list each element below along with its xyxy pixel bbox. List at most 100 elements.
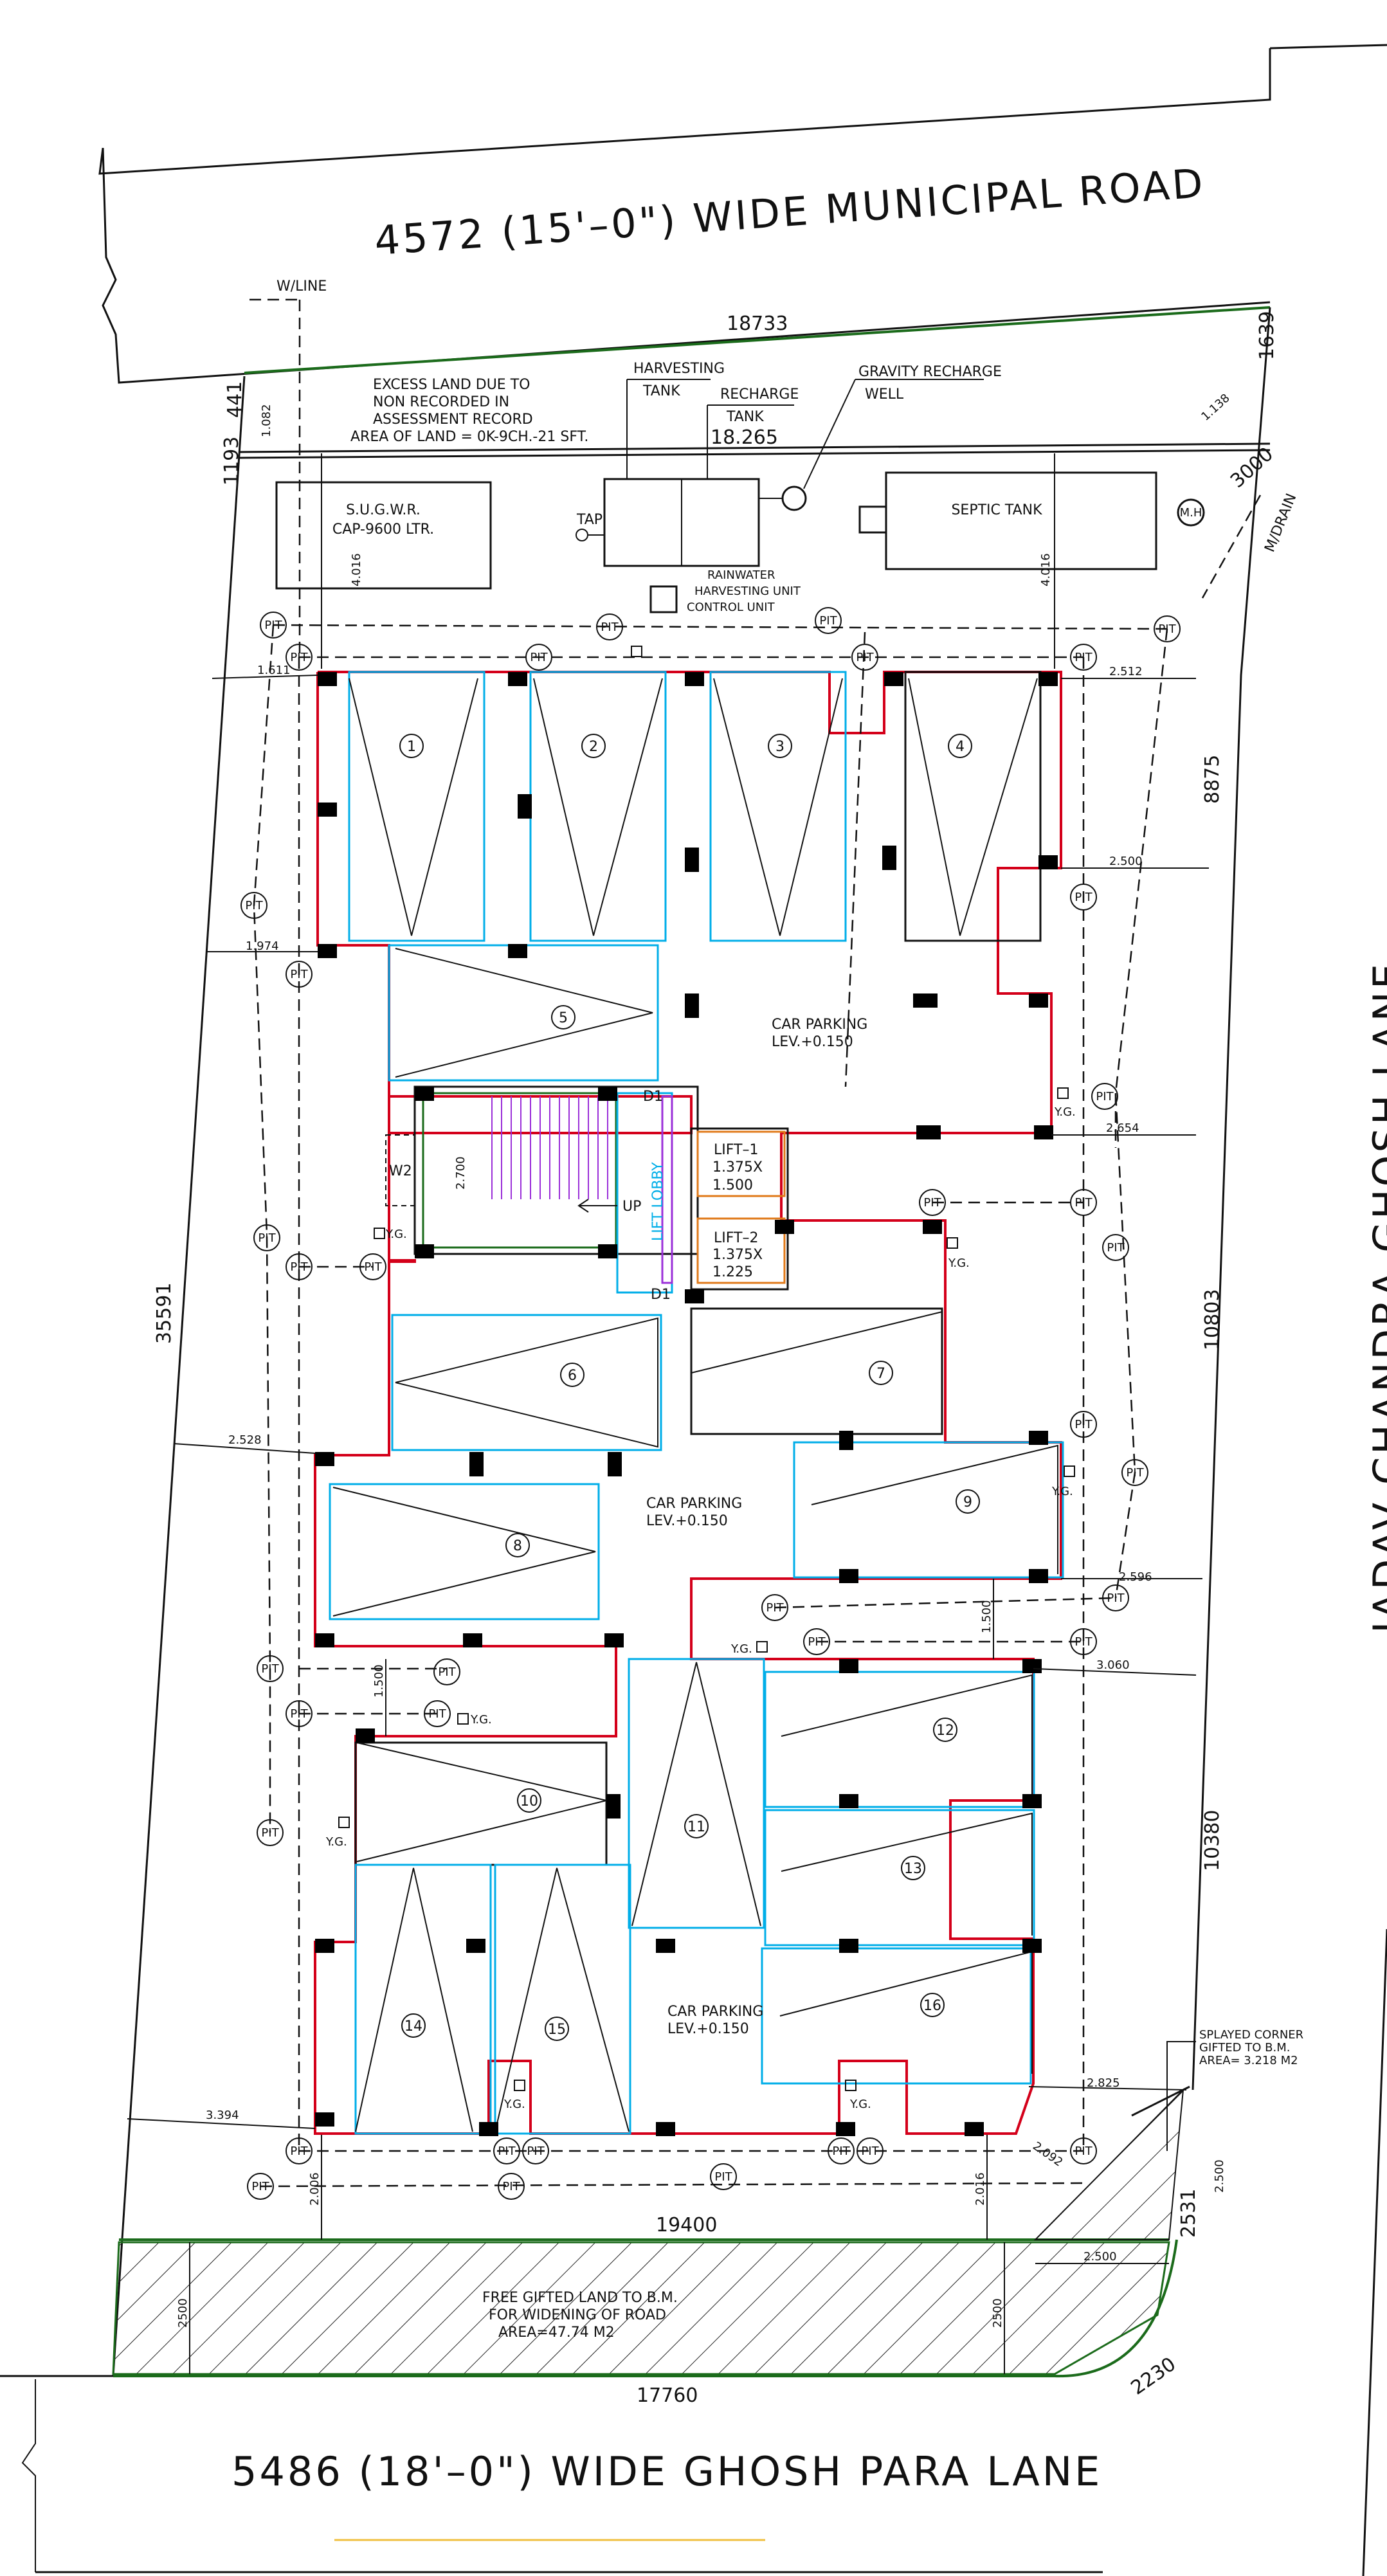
pit-marker: PIT [1121, 1459, 1148, 1486]
rainwater-label: RAINWATER [707, 568, 775, 582]
car-parking-2-level: LEV.+0.150 [646, 1513, 728, 1529]
lift2-label: LIFT–2 [714, 1230, 758, 1246]
pit-marker: PIT [1070, 884, 1097, 911]
svg-text:PIT: PIT [1158, 622, 1176, 636]
ghosh-para-lane: 5486 (18'–0") WIDE GHOSH PARA LANE [0, 1928, 1387, 2576]
mh-label: M.H [1180, 506, 1202, 520]
svg-text:PIT: PIT [290, 1260, 308, 1274]
pit-marker: PIT [247, 2173, 274, 2200]
dim-1082: 1.082 [260, 404, 273, 437]
parking-bay-10: 10 [354, 1741, 608, 1866]
svg-text:PIT: PIT [1074, 1635, 1092, 1649]
svg-text:1.974: 1.974 [246, 939, 279, 953]
svg-text:PIT: PIT [861, 2145, 879, 2158]
pit-marker: PIT [433, 1658, 460, 1685]
dim-2700: 2.700 [454, 1156, 467, 1190]
svg-text:2.006: 2.006 [308, 2172, 322, 2206]
svg-text:PIT: PIT [766, 1601, 784, 1615]
svg-text:PIT: PIT [1107, 1241, 1125, 1255]
svg-text:PIT: PIT [819, 614, 837, 628]
parking-number: 11 [687, 1819, 705, 1835]
svg-text:1.500: 1.500 [980, 1600, 993, 1633]
dim-10803: 10803 [1201, 1289, 1224, 1350]
svg-text:PIT: PIT [856, 651, 874, 664]
svg-text:PIT: PIT [251, 2180, 269, 2193]
svg-text:PIT: PIT [527, 2145, 545, 2158]
recharge-label-2: TANK [726, 409, 764, 425]
excess-land-note: EXCESS LAND DUE TO NON RECORDED IN ASSES… [350, 377, 588, 445]
lift-1 [696, 1130, 786, 1197]
side-lane-label: JADAV CHANDRA GHOSH LANE [1364, 961, 1387, 1636]
pit-marker: PIT [286, 1253, 313, 1280]
gravity-well [781, 485, 807, 511]
lift2-size-a: 1.375X [712, 1247, 763, 1263]
dim-depth-left: 4.016 [350, 553, 363, 586]
svg-text:Y.G.: Y.G. [1054, 1105, 1076, 1119]
dim-19400: 19400 [656, 2214, 717, 2236]
septic-label: SEPTIC TANK [951, 502, 1042, 518]
top-road-label: 4572 (15'–0") WIDE MUNICIPAL ROAD [373, 159, 1207, 264]
pit-marker: PIT [1070, 2137, 1097, 2164]
car-parking-3-level: LEV.+0.150 [667, 2021, 749, 2037]
dim-2531: 2531 [1177, 2189, 1200, 2238]
car-parking-2: CAR PARKING [646, 1496, 742, 1512]
splayed-line-2: GIFTED TO B.M. [1199, 2041, 1290, 2054]
pit-marker: PIT [257, 1819, 284, 1846]
svg-text:1.500: 1.500 [372, 1664, 386, 1698]
parking-bay-15: 15 [494, 1864, 631, 2135]
pit-marker: PIT [1091, 1083, 1118, 1110]
svg-text:3.394: 3.394 [206, 2109, 239, 2122]
dim-inner-top: 18.265 [711, 426, 778, 449]
svg-text:PIT: PIT [502, 2180, 520, 2193]
svg-text:2.596: 2.596 [1119, 1570, 1152, 1584]
svg-text:PIT: PIT [601, 621, 619, 634]
parking-bay-6: 6 [391, 1314, 662, 1451]
svg-text:PIT: PIT [923, 1196, 941, 1210]
parking-bay-5: 5 [388, 944, 659, 1082]
sugwr-tank [275, 481, 492, 590]
gravity-well-label: GRAVITY RECHARGE [858, 364, 1002, 380]
svg-text:PIT: PIT [808, 1635, 826, 1649]
pit-marker: PIT [919, 1189, 946, 1216]
harvesting-label: HARVESTING [633, 361, 725, 377]
lift1-size-a: 1.375X [712, 1159, 763, 1175]
stair-lift-core: LIFT LOBBY UP D1 D1 W2 2.700 LIFT–1 1.37… [385, 1085, 789, 1303]
svg-text:Y.G.: Y.G. [948, 1256, 970, 1270]
svg-text:PIT: PIT [1107, 1592, 1125, 1605]
dimensions: 18733 1639 1.138 3000 441 1193 1.082 4.0… [127, 311, 1278, 2407]
svg-text:PIT: PIT [245, 899, 263, 912]
drainage-network [253, 624, 1168, 2188]
lift2-size-b: 1.225 [712, 1264, 753, 1280]
building-outline [314, 671, 1062, 2135]
pit-marker: PIT [359, 1253, 386, 1280]
free-land-line-3: AREA=47.74 M2 [498, 2325, 615, 2341]
svg-text:Y.G.: Y.G. [470, 1713, 492, 1727]
svg-text:2.654: 2.654 [1106, 1121, 1139, 1135]
lift-lobby-label: LIFT LOBBY [650, 1162, 666, 1241]
dim-1138: 1.138 [1199, 392, 1232, 424]
pit-marker: PIT [424, 1700, 451, 1727]
pit-marker: PIT [257, 1655, 284, 1682]
pit-marker: PIT [286, 644, 313, 671]
parking-number: 8 [513, 1538, 522, 1554]
svg-text:PIT: PIT [428, 1707, 446, 1721]
parking-bay-11: 11 [628, 1658, 765, 1929]
pit-marker: PIT [803, 1628, 830, 1655]
window-w2: W2 [389, 1163, 412, 1179]
svg-text:2.512: 2.512 [1109, 665, 1143, 678]
door-d1-top: D1 [643, 1089, 663, 1105]
mdrain-label: M/DRAIN [1262, 491, 1300, 554]
parking-bay-2: 2 [529, 671, 667, 942]
pit-markers: PIT PIT PIT PIT PIT PIT PIT PIT PIT PIT … [240, 607, 1181, 2200]
dim-left-total: 35591 [153, 1283, 176, 1344]
parking-number: 12 [936, 1723, 954, 1739]
svg-text:Y.G.: Y.G. [1051, 1485, 1073, 1498]
free-gifted-land [112, 2241, 1170, 2375]
parking-number: 1 [407, 739, 416, 755]
parking-bay-3: 3 [709, 671, 847, 942]
pit-marker: PIT [522, 2137, 549, 2164]
parking-number: 9 [963, 1494, 972, 1510]
car-parking-1-level: LEV.+0.150 [772, 1034, 853, 1050]
svg-text:Y.G.: Y.G. [503, 2098, 525, 2111]
splayed-corner [1033, 2088, 1184, 2240]
